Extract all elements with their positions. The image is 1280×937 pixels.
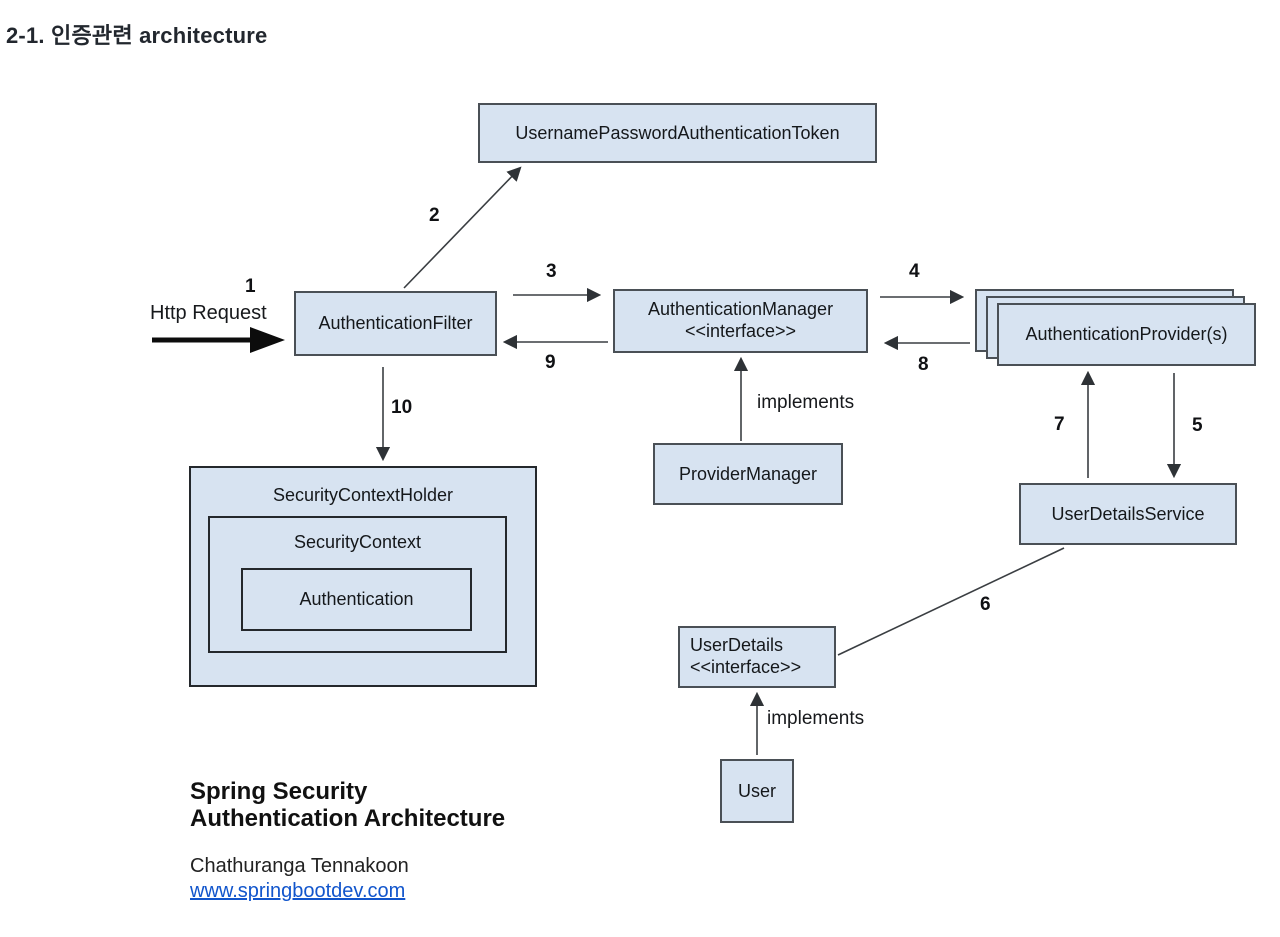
footer-heading-line2: Authentication Architecture [190,805,506,832]
arrow-1-head [250,327,285,353]
box-authentication-filter: AuthenticationFilter [294,291,497,356]
user-label: User [737,780,776,801]
implements-top-label: implements [757,392,855,413]
box-authentication: Authentication [241,568,472,631]
footer-heading-line1: Spring Security [190,778,368,805]
provider-manager-label: ProviderManager [678,463,818,484]
website-link[interactable]: www.springbootdev.com [190,880,406,902]
authentication-manager-label: AuthenticationManager [647,299,834,320]
step-label-2: 2 [429,205,440,226]
arrow-2-line [403,166,522,289]
footer-heading: Spring Security Authentication Architect… [190,778,505,832]
footer-author: Chathuranga Tennakoon [190,855,409,877]
box-user-details: UserDetails <<interface>> [678,626,836,688]
http-request-label: Http Request [150,302,267,324]
step-label-9: 9 [545,352,556,373]
box-authentication-manager: AuthenticationManager <<interface>> [613,289,868,353]
step-label-7: 7 [1054,414,1065,435]
box-provider-manager: ProviderManager [653,443,843,505]
user-details-stereotype: <<interface>> [690,657,802,677]
user-details-label: UserDetails [690,635,784,656]
page-title: 2-1. 인증관련 architecture [6,23,268,48]
box-authentication-provider: AuthenticationProvider(s) [997,303,1256,366]
authentication-provider-label: AuthenticationProvider(s) [1025,324,1228,344]
step-label-8: 8 [918,354,929,375]
user-details-service-label: UserDetailsService [1051,503,1205,524]
security-context-holder-label: SecurityContextHolder [272,485,454,505]
box-user-details-service: UserDetailsService [1019,483,1237,545]
step-label-4: 4 [909,261,920,282]
step-label-1: 1 [245,276,256,297]
authentication-label: Authentication [299,589,414,609]
box-username-password-authentication-token: UsernamePasswordAuthenticationToken [478,103,877,163]
token-label: UsernamePasswordAuthenticationToken [515,122,840,143]
authentication-filter-label: AuthenticationFilter [318,313,473,333]
step-label-6: 6 [980,594,991,615]
step-label-5: 5 [1192,415,1203,436]
implements-bottom-label: implements [767,708,865,729]
step-label-3: 3 [546,261,557,282]
step-label-10: 10 [391,397,413,418]
box-user: User [720,759,794,823]
security-context-label: SecurityContext [293,532,422,552]
arrow-6-line [837,547,1065,656]
authentication-manager-stereotype: <<interface>> [684,321,797,341]
